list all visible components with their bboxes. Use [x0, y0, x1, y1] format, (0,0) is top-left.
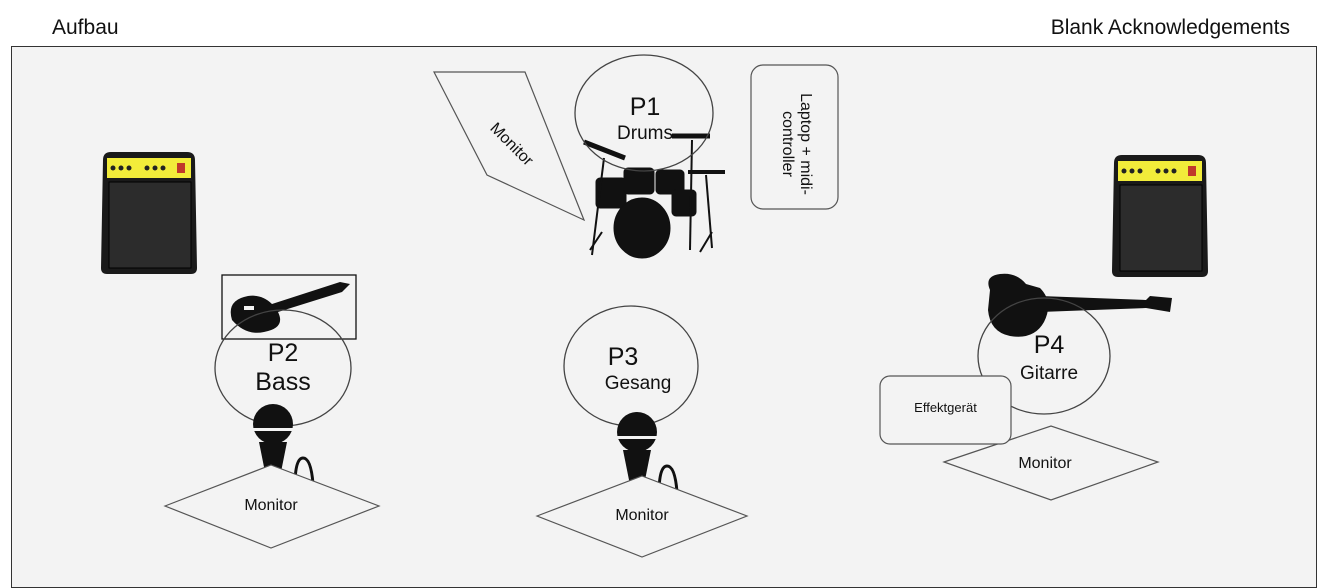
laptop-label: Laptop + midi-controller: [779, 93, 814, 195]
position-p2-id: P2: [267, 339, 299, 367]
effects-label: Effektgerät: [914, 400, 977, 415]
position-p1-role: Drums: [617, 123, 673, 144]
guitar-amp-icon: [1111, 154, 1209, 278]
drum-monitor-shape: [433, 71, 586, 222]
bass-amp-icon: [100, 151, 198, 275]
drum-kit-icon: [583, 133, 725, 259]
page-subtitle: Blank Acknowledgements: [1050, 16, 1290, 39]
electric-guitar-icon: [988, 273, 1172, 337]
position-p2-role: Bass: [255, 368, 311, 396]
stage-plan: [100, 54, 1209, 558]
bass-monitor-label: Monitor: [244, 497, 298, 514]
effects-box: [879, 375, 1012, 445]
position-p4-role: Gitarre: [1019, 363, 1079, 384]
position-p3-id: P3: [607, 343, 639, 371]
vocal-monitor-shape: [535, 475, 749, 558]
position-p1-circle: [574, 54, 714, 172]
bass-monitor-shape: [163, 464, 381, 549]
position-p3-role: Gesang: [604, 373, 672, 394]
position-p1-id: P1: [629, 93, 661, 121]
vocal-monitor-label: Monitor: [615, 507, 669, 524]
guitar-monitor-label: Monitor: [1018, 455, 1072, 472]
page-title: Aufbau: [52, 16, 119, 39]
bass-guitar-icon: [230, 282, 350, 333]
position-p4-id: P4: [1033, 331, 1065, 359]
position-p4-circle: [977, 297, 1111, 415]
laptop-box: [750, 64, 839, 210]
